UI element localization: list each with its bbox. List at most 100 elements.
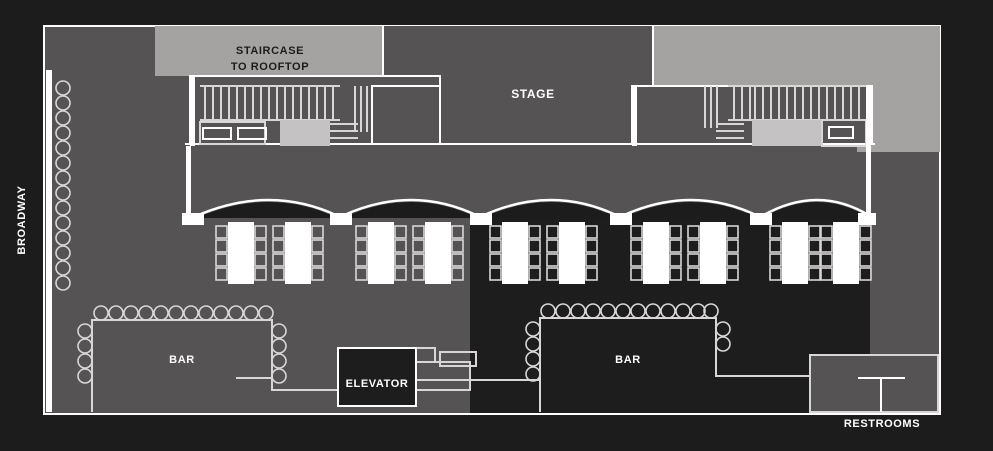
stool (555, 303, 571, 319)
arch-2 (342, 202, 478, 218)
chair (808, 267, 821, 281)
chair (451, 225, 464, 239)
table-unit (630, 222, 682, 284)
chair (859, 253, 872, 267)
arch-columns (182, 213, 876, 225)
bar-left: BAR (77, 305, 287, 412)
stool (55, 185, 71, 201)
table-unit (215, 222, 267, 284)
stair-left-treads (204, 86, 334, 120)
chair (630, 225, 643, 239)
table-top (285, 222, 311, 284)
chair (254, 253, 267, 267)
chair (215, 225, 228, 239)
staircase-label-line1: STAIRCASE (236, 45, 304, 57)
chair (669, 267, 682, 281)
bar-left-label: BAR (169, 354, 195, 366)
table-group-4 (630, 222, 739, 284)
stair-right-wall-stub (632, 86, 637, 146)
stool (153, 305, 169, 321)
chair (820, 239, 833, 253)
table-group-3 (489, 222, 598, 284)
stool (243, 305, 259, 321)
stool (55, 80, 71, 96)
chair (489, 253, 502, 267)
stool (585, 303, 601, 319)
stool (55, 170, 71, 186)
service-closet (439, 351, 477, 367)
chair (687, 267, 700, 281)
chair (394, 253, 407, 267)
bar-left-right-stools (271, 323, 287, 384)
restroom-floor (810, 355, 938, 412)
chair (669, 239, 682, 253)
chair (215, 253, 228, 267)
table-top (425, 222, 451, 284)
stool (55, 110, 71, 126)
arch-3 (482, 202, 618, 218)
stool (55, 260, 71, 276)
stool (258, 305, 274, 321)
chair (215, 239, 228, 253)
stool (55, 155, 71, 171)
stool (715, 336, 731, 352)
chair (669, 253, 682, 267)
elevator-label: ELEVATOR (346, 378, 409, 390)
stool (55, 140, 71, 156)
staircase-label-line2: TO ROOFTOP (231, 61, 309, 73)
chair (630, 267, 643, 281)
arch-column-stems (186, 146, 871, 218)
stool (271, 323, 287, 339)
broadway-wall (46, 70, 52, 412)
table-unit (355, 222, 407, 284)
table-group-1 (215, 222, 324, 284)
stool (525, 351, 541, 367)
chair (859, 225, 872, 239)
stool (55, 245, 71, 261)
arch-5 (762, 202, 870, 218)
stair-left-step-box-2 (237, 127, 267, 140)
broadway-stools (55, 80, 71, 291)
stool (183, 305, 199, 321)
staircase-left (189, 75, 441, 146)
stool (55, 215, 71, 231)
chair (820, 253, 833, 267)
chair (412, 267, 425, 281)
chair (585, 267, 598, 281)
broadway-label: BROADWAY (16, 185, 28, 254)
chair (808, 225, 821, 239)
table-unit (489, 222, 541, 284)
chair (808, 253, 821, 267)
chair (726, 239, 739, 253)
chair (769, 239, 782, 253)
stool (55, 275, 71, 291)
chair (630, 253, 643, 267)
stool (108, 305, 124, 321)
chair (546, 239, 559, 253)
stool (213, 305, 229, 321)
table-group-2 (355, 222, 464, 284)
service-core: ELEVATOR (271, 347, 540, 407)
table-top (833, 222, 859, 284)
stair-right-side-steps (716, 123, 744, 139)
chair (412, 225, 425, 239)
bar-left-side-stools (77, 323, 93, 384)
table-top (643, 222, 669, 284)
chair (355, 239, 368, 253)
chair (272, 253, 285, 267)
chair (726, 225, 739, 239)
chair (726, 267, 739, 281)
stool (660, 303, 676, 319)
chair (489, 225, 502, 239)
chair (859, 239, 872, 253)
chair (355, 267, 368, 281)
chair (355, 253, 368, 267)
stool (198, 305, 214, 321)
chair (528, 239, 541, 253)
table-unit (769, 222, 821, 284)
stool (55, 95, 71, 111)
stool (645, 303, 661, 319)
elevator-box (337, 347, 417, 407)
chair (528, 225, 541, 239)
